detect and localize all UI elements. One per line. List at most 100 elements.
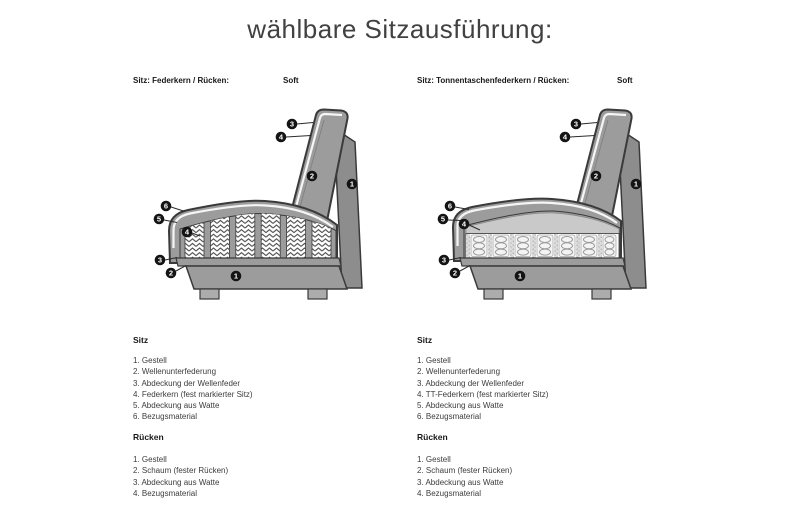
svg-text:1: 1 [350, 180, 354, 189]
callout-line [569, 135, 596, 138]
list-item: 4. Federkern (fest markierter Sitz) [133, 389, 253, 399]
base-frame [468, 265, 633, 290]
left-sitz-list: 1. Gestell 2. Wellenunterfederung 3. Abd… [133, 355, 253, 423]
list-item: 6. Bezugsmaterial [133, 412, 198, 422]
callout-badge: 4 [181, 226, 193, 238]
callout-line [163, 219, 178, 223]
foot-right [591, 288, 612, 300]
bottom-rail [175, 257, 342, 267]
right-variant-label: Sitz: Tonnentaschenfederkern / Rücken: [417, 76, 570, 85]
spring-unit-tt-federkern [463, 210, 621, 259]
list-item: 3. Abdeckung der Wellenfeder [133, 378, 241, 388]
list-item: 5. Abdeckung aus Watte [133, 401, 220, 411]
svg-text:2: 2 [169, 269, 173, 278]
callout-badge: 2 [590, 170, 602, 182]
callout-badge: 6 [444, 200, 456, 212]
list-item: 4. Bezugsmaterial [133, 488, 198, 498]
svg-text:4: 4 [185, 228, 190, 237]
callout-badge: 3 [438, 254, 450, 266]
callout-line [285, 135, 312, 138]
svg-text:4: 4 [279, 133, 284, 142]
svg-text:2: 2 [594, 172, 598, 181]
base-frame [184, 265, 349, 290]
right-variant-value: Soft [617, 76, 633, 85]
svg-text:5: 5 [441, 215, 445, 224]
svg-text:1: 1 [518, 272, 522, 281]
list-item: 6. Bezugsmaterial [417, 412, 482, 422]
callout-badge: 3 [154, 254, 166, 266]
list-item: 3. Abdeckung aus Watte [133, 477, 220, 487]
svg-text:2: 2 [453, 269, 457, 278]
callout-badge: 2 [306, 170, 318, 182]
left-variant-value: Soft [283, 76, 299, 85]
callout-badge: 2 [449, 267, 461, 279]
foot-right [307, 288, 328, 300]
callout-badge: 1 [514, 270, 526, 282]
svg-text:3: 3 [158, 256, 162, 265]
list-item: 2. Wellenunterfederung [417, 367, 501, 377]
svg-text:3: 3 [442, 256, 446, 265]
page-title: wählbare Sitzausführung: [247, 14, 553, 44]
list-item: 4. Bezugsmaterial [417, 488, 482, 498]
list-item: 5. Abdeckung aus Watte [417, 401, 504, 411]
callout-line [296, 122, 314, 125]
right-variant-header: Sitz: Tonnentaschenfederkern / Rücken: S… [417, 76, 633, 85]
callout-line [448, 257, 462, 261]
right-sitz-list: 1. Gestell 2. Wellenunterfederung 3. Abd… [417, 355, 548, 423]
callout-badge: 1 [346, 178, 358, 190]
list-item: 1. Gestell [133, 356, 167, 365]
left-variant-label: Sitz: Federkern / Rücken: [133, 76, 230, 85]
callout-line [454, 206, 470, 210]
pocket-springs [470, 234, 617, 257]
left-sitz-heading: Sitz [133, 335, 149, 345]
svg-text:6: 6 [164, 202, 168, 211]
svg-text:2: 2 [310, 172, 314, 181]
callout-line [191, 232, 201, 237]
callout-badge: 4 [559, 131, 571, 143]
sofa-diagram-federkern: 3 4 2 1 6 5 4 3 2 1 [153, 108, 363, 300]
sofa-diagram-tt-federkern: 3 4 2 1 6 5 4 3 2 1 [437, 108, 647, 300]
callout-badge: 1 [630, 178, 642, 190]
callout-badge: 3 [570, 118, 582, 130]
right-sitz-heading: Sitz [417, 335, 433, 345]
list-item: 3. Abdeckung aus Watte [417, 477, 504, 487]
svg-text:3: 3 [574, 120, 578, 129]
list-item: 2. Schaum (fester Rücken) [417, 466, 513, 476]
callout-badge: 5 [437, 213, 449, 225]
list-item: 2. Schaum (fester Rücken) [133, 466, 229, 476]
foam-layer [465, 212, 620, 234]
callout-badge: 4 [275, 131, 287, 143]
list-item: 1. Gestell [417, 356, 451, 365]
backrest-cushion [287, 108, 349, 228]
left-ruecken-list: 1. Gestell 2. Schaum (fester Rücken) 3. … [133, 454, 228, 499]
list-item: 1. Gestell [417, 455, 451, 464]
right-ruecken-list: 1. Gestell 2. Schaum (fester Rücken) 3. … [417, 454, 512, 499]
list-item: 3. Abdeckung der Wellenfeder [417, 378, 525, 388]
callout-badge: 2 [165, 267, 177, 279]
callout-badge: 1 [230, 270, 242, 282]
rear-frame-panel [333, 126, 363, 289]
list-item: 2. Wellenunterfederung [133, 367, 217, 377]
svg-text:5: 5 [157, 215, 161, 224]
callout-line [459, 265, 471, 272]
callout-line [175, 265, 187, 272]
callout-badge: 6 [160, 200, 172, 212]
svg-text:1: 1 [234, 272, 238, 281]
callout-badge: 5 [153, 213, 165, 225]
svg-text:3: 3 [290, 120, 294, 129]
svg-text:4: 4 [462, 220, 467, 229]
backrest-cushion [571, 108, 633, 228]
left-variant-header: Sitz: Federkern / Rücken: Soft [133, 76, 299, 85]
right-ruecken-heading: Rücken [417, 432, 448, 442]
svg-text:1: 1 [634, 180, 638, 189]
list-item: 1. Gestell [133, 455, 167, 464]
callout-line [580, 122, 598, 125]
foot-left [199, 288, 220, 300]
left-ruecken-heading: Rücken [133, 432, 164, 442]
bottom-rail [459, 257, 626, 267]
rear-frame-panel [617, 126, 647, 289]
callout-line [447, 219, 462, 221]
svg-text:4: 4 [563, 133, 568, 142]
callout-line [468, 224, 481, 231]
callout-badge: 3 [286, 118, 298, 130]
